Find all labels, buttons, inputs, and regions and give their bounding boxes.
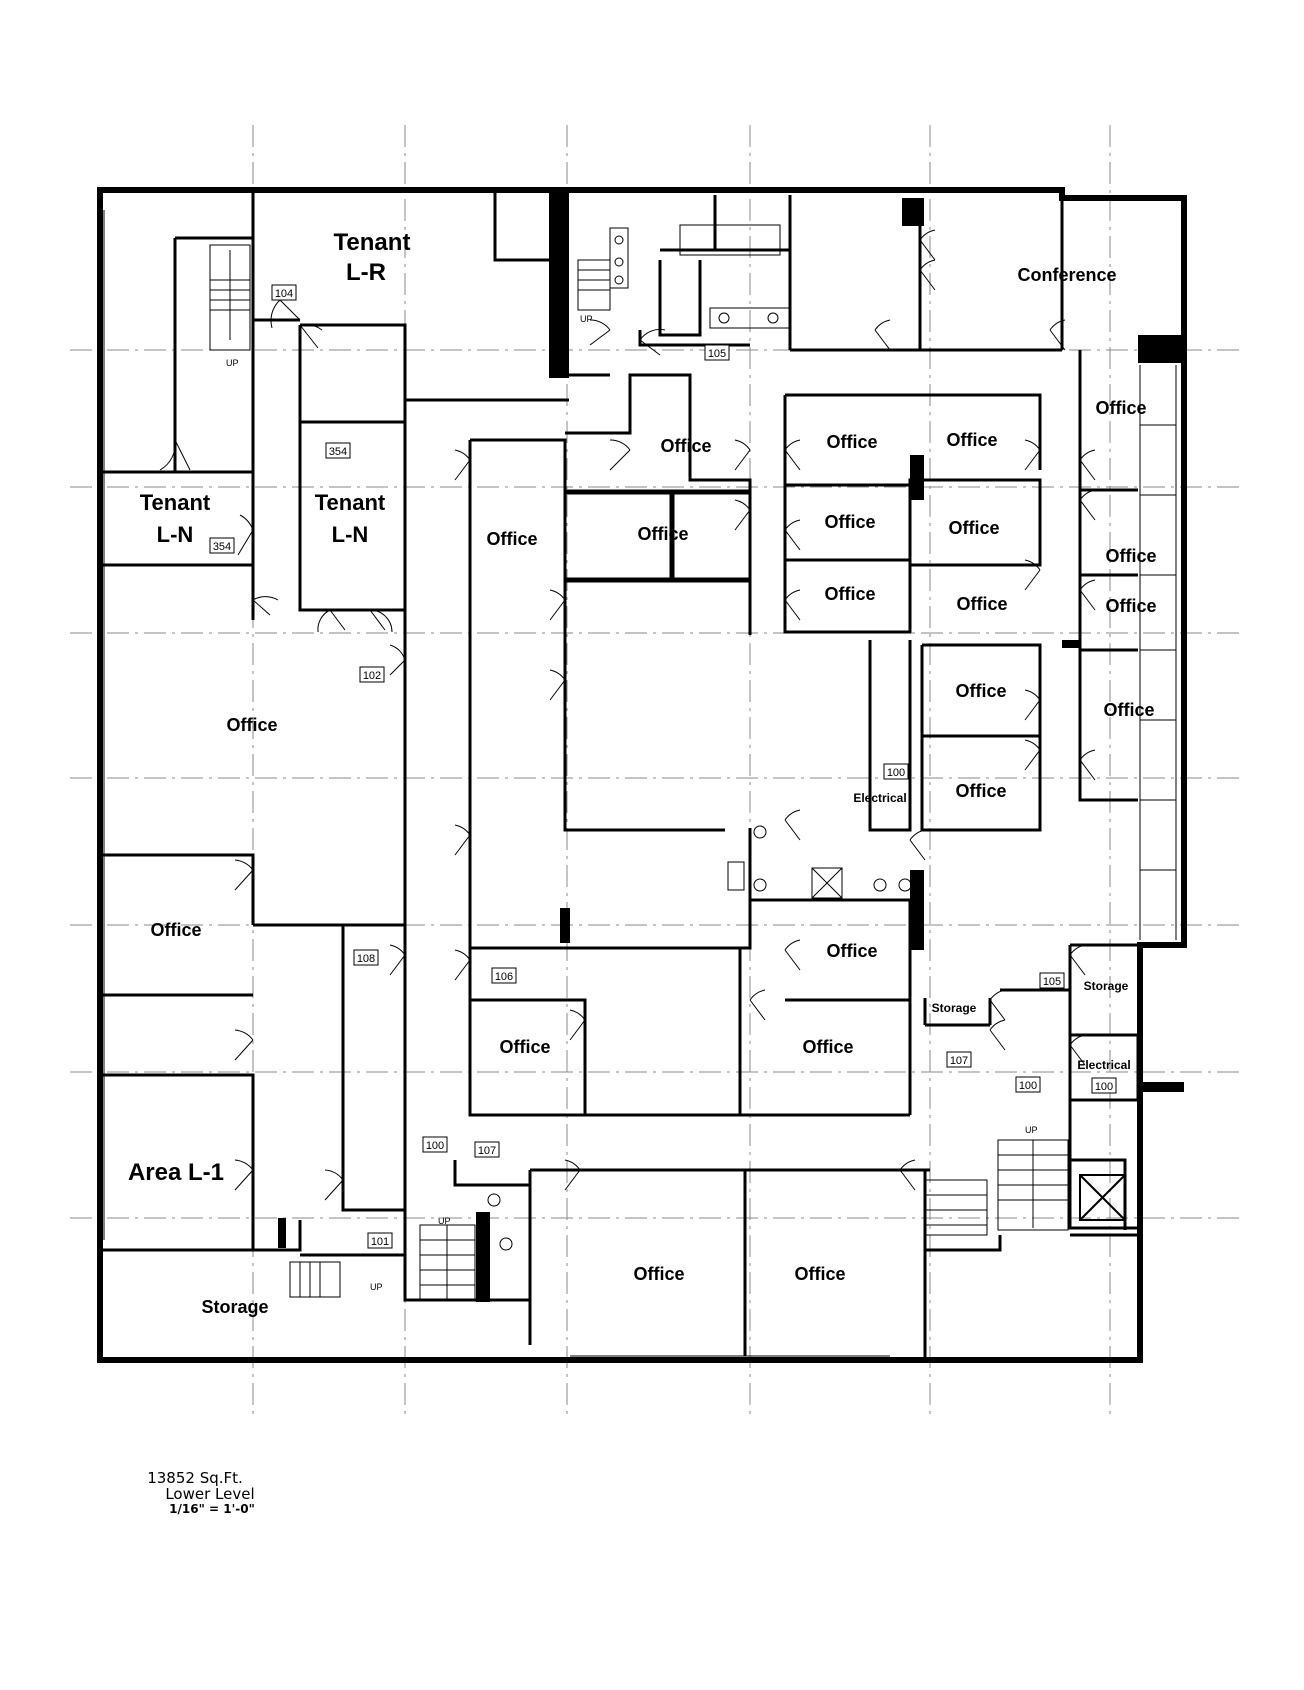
- room-tag: 107: [946, 1051, 972, 1068]
- office-label: Office: [824, 512, 875, 532]
- electrical-label: Electrical: [853, 791, 906, 805]
- office-label: Office: [633, 1264, 684, 1284]
- office-label: Office: [955, 781, 1006, 801]
- office-label: Office: [946, 430, 997, 450]
- room-tag: 106: [491, 967, 517, 984]
- room-tag: 108: [353, 949, 379, 966]
- svg-text:106: 106: [495, 971, 513, 983]
- stair-up-label: UP: [370, 1282, 383, 1292]
- svg-text:104: 104: [275, 288, 293, 300]
- tenant-ln-left-label-line2: L-N: [157, 522, 194, 547]
- office-label: Office: [794, 1264, 845, 1284]
- conference-label: Conference: [1017, 265, 1116, 285]
- room-tag: 107: [474, 1141, 500, 1158]
- door-swings: [159, 229, 1096, 1201]
- tenant-lr-label-line1: Tenant: [334, 229, 411, 256]
- wall-blocks: [278, 640, 1080, 1302]
- office-label: Office: [486, 529, 537, 549]
- office-label: Office: [826, 941, 877, 961]
- office-label: Office: [948, 518, 999, 538]
- office-label: Office: [826, 432, 877, 452]
- office-label: Office: [955, 681, 1006, 701]
- svg-text:100: 100: [887, 767, 905, 779]
- svg-text:101: 101: [371, 1236, 389, 1248]
- room-tags: 104 105 354 354 102 100 108 106 105 107 …: [209, 284, 1117, 1249]
- svg-text:107: 107: [478, 1145, 496, 1157]
- level-note: Lower Level: [165, 1485, 254, 1503]
- office-label: Office: [802, 1037, 853, 1057]
- electrical-label: Electrical: [1077, 1058, 1130, 1072]
- svg-text:100: 100: [426, 1140, 444, 1152]
- room-tag: 100: [1091, 1077, 1117, 1094]
- area-note: 13852 Sq.Ft.: [147, 1469, 243, 1487]
- room-tag: 102: [359, 666, 385, 683]
- interior-walls: [100, 190, 1140, 1360]
- office-label: Office: [956, 594, 1007, 614]
- office-label: Office: [637, 524, 688, 544]
- room-tag: 105: [704, 344, 730, 361]
- stair-up-label: UP: [1025, 1125, 1038, 1135]
- svg-text:105: 105: [708, 348, 726, 360]
- office-label: Office: [660, 436, 711, 456]
- office-label: Office: [1103, 700, 1154, 720]
- room-tag: 100: [883, 763, 909, 780]
- office-label: Office: [1105, 546, 1156, 566]
- stairs: [209, 244, 1069, 1301]
- office-label: Office: [1105, 596, 1156, 616]
- svg-text:108: 108: [357, 953, 375, 965]
- tenant-ln-mid-label-line1: Tenant: [315, 490, 386, 515]
- office-label: Office: [1095, 398, 1146, 418]
- tenant-lr-label-line2: L-R: [346, 259, 386, 286]
- room-tag: 101: [367, 1232, 393, 1249]
- windows: [103, 210, 1177, 1357]
- area-l1-label: Area L-1: [128, 1159, 224, 1186]
- office-label: Office: [150, 920, 201, 940]
- svg-text:100: 100: [1095, 1081, 1113, 1093]
- stair-up-label: UP: [226, 358, 239, 368]
- grid-lines: [70, 125, 1240, 1420]
- stair-up-label: UP: [580, 314, 593, 324]
- room-tag: 354: [209, 537, 235, 554]
- tenant-ln-left-label-line1: Tenant: [140, 490, 211, 515]
- restroom-fixtures: [487, 224, 912, 1251]
- storage-label: Storage: [932, 1001, 977, 1015]
- room-labels: Tenant L-R Tenant L-N Tenant L-N Confere…: [128, 229, 1157, 1317]
- room-tag: 105: [1039, 972, 1065, 989]
- room-tag: 100: [422, 1136, 448, 1153]
- stair-up-label: UP: [438, 1216, 451, 1226]
- office-label: Office: [499, 1037, 550, 1057]
- stair-up-labels: UP UP UP UP UP: [226, 314, 1038, 1292]
- office-label: Office: [226, 715, 277, 735]
- storage-label: Storage: [201, 1297, 268, 1317]
- svg-text:105: 105: [1043, 976, 1061, 988]
- room-tag: 354: [325, 442, 351, 459]
- room-tag: 104: [271, 284, 297, 301]
- svg-text:354: 354: [329, 446, 347, 458]
- scale-note: 1/16" = 1'-0": [169, 1502, 255, 1516]
- storage-label: Storage: [1084, 979, 1129, 993]
- svg-text:107: 107: [950, 1055, 968, 1067]
- office-label: Office: [824, 584, 875, 604]
- elevator: [1079, 1174, 1126, 1221]
- room-tag: 100: [1015, 1076, 1041, 1093]
- tenant-ln-mid-label-line2: L-N: [332, 522, 369, 547]
- plan-notes: 13852 Sq.Ft. Lower Level 1/16" = 1'-0": [147, 1469, 255, 1516]
- svg-text:100: 100: [1019, 1080, 1037, 1092]
- exterior-walls: [97, 187, 1187, 1363]
- svg-text:102: 102: [363, 670, 381, 682]
- svg-text:354: 354: [213, 541, 231, 553]
